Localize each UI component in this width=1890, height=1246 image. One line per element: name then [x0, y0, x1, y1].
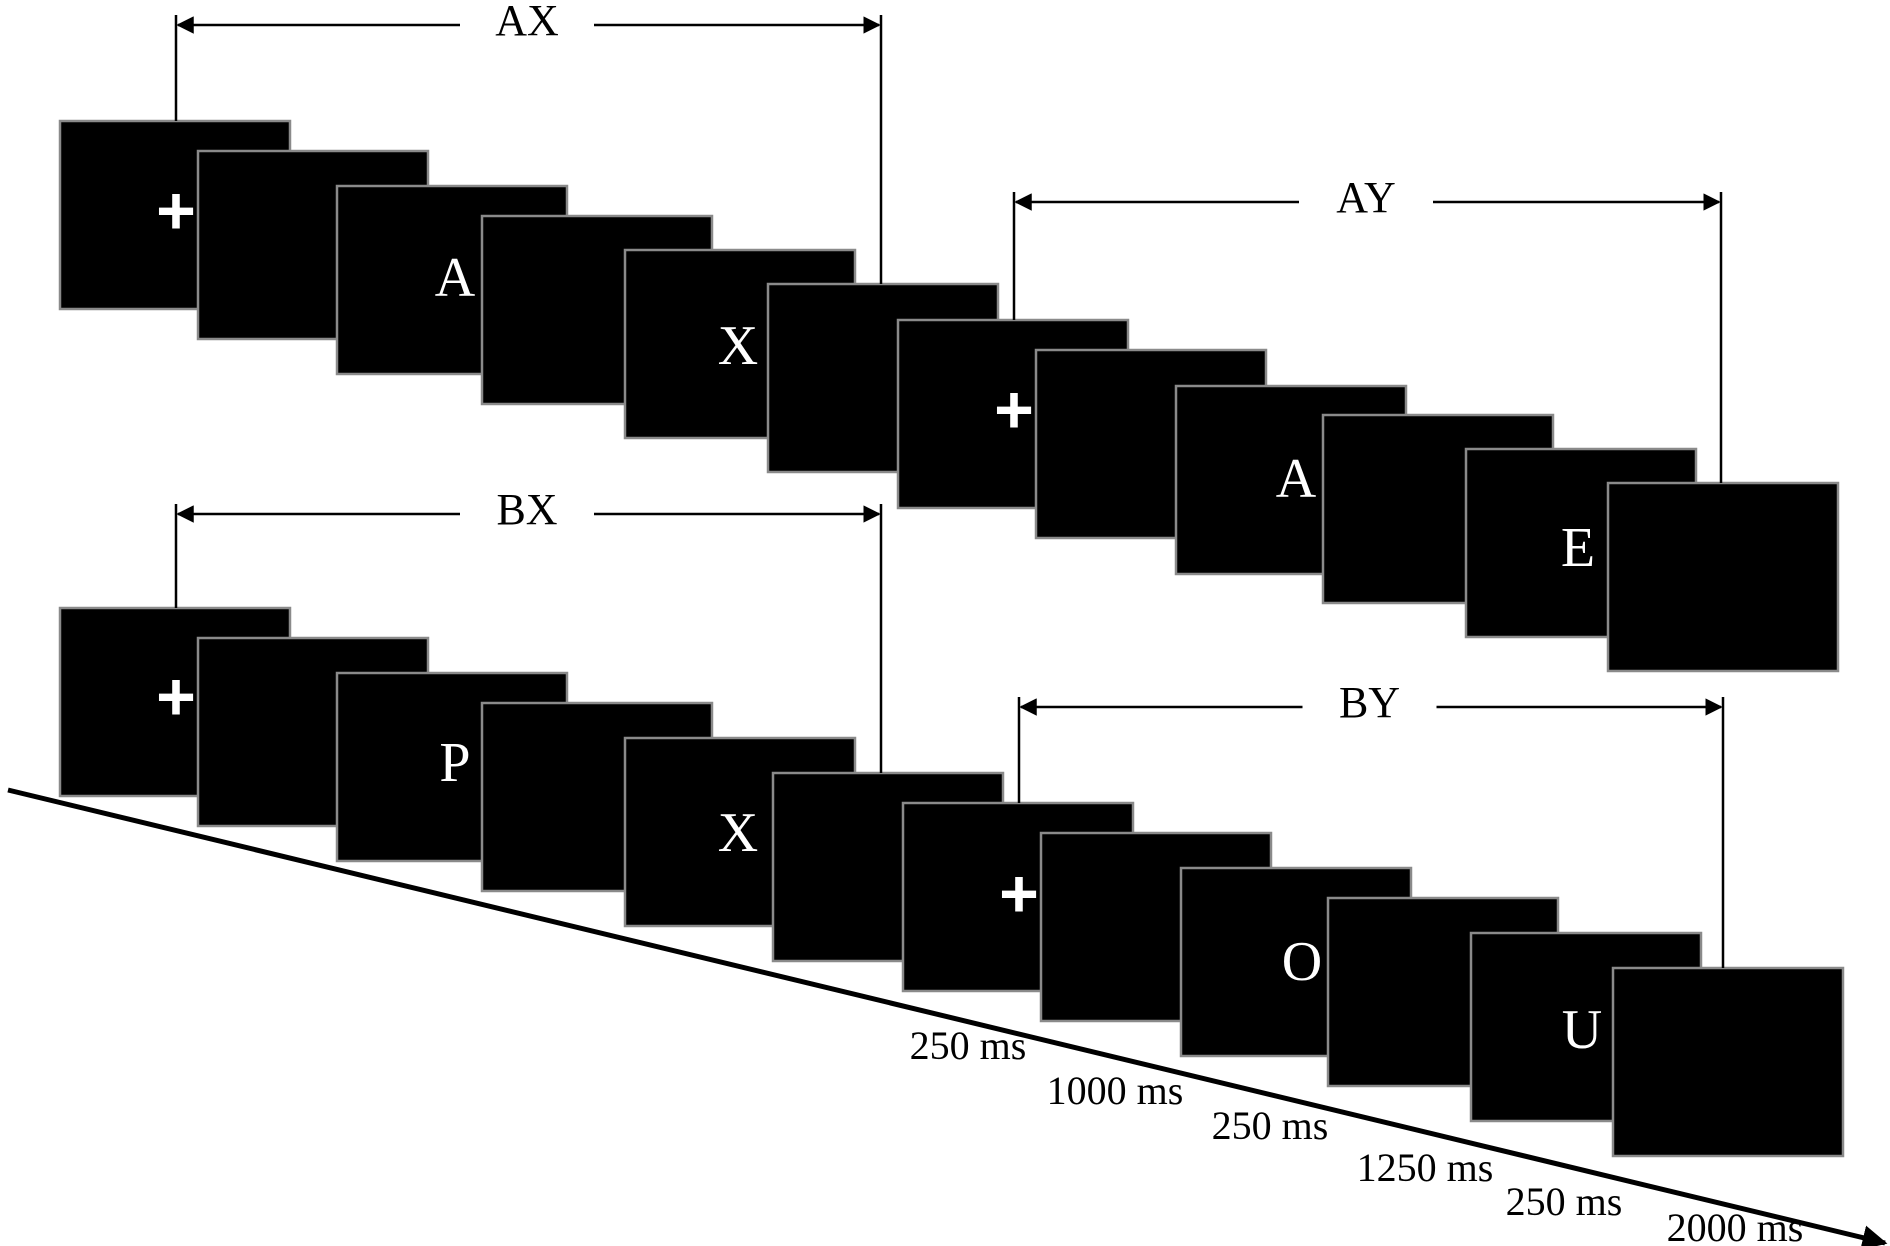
duration-label-isi-1: 1000 ms	[1047, 1068, 1184, 1113]
trial-ay-bracket: AY	[1012, 173, 1723, 483]
duration-label-cue: 250 ms	[1212, 1103, 1329, 1148]
stimulus-letter-by-5: U	[1562, 999, 1602, 1061]
stimulus-letter-by-3: O	[1282, 931, 1322, 993]
stimulus-frame-ay-6	[1606, 481, 1840, 673]
time-axis-arrow	[7, 787, 1888, 1246]
trial-ay-sequence: + A E	[896, 318, 1840, 673]
trial-label-bx: BX	[496, 485, 557, 534]
stimulus-letter-ax-5: X	[718, 315, 758, 377]
stimulus-letter-ax-3: A	[435, 247, 476, 309]
stimulus-letter-ay-5: E	[1561, 517, 1595, 579]
trial-ax-sequence: + A X	[58, 119, 1000, 474]
trial-by-bracket: BY	[1017, 678, 1725, 968]
duration-label-isi-2: 1250 ms	[1357, 1145, 1494, 1190]
trial-label-ay: AY	[1336, 173, 1396, 222]
trial-label-ax: AX	[495, 0, 559, 45]
trial-bx-bracket: BX	[174, 485, 883, 773]
trial-bx-sequence: + P X	[58, 606, 1005, 963]
stimulus-frame-by-6	[1611, 966, 1845, 1158]
fixation-cross-bx-1: +	[156, 659, 196, 735]
duration-label-response: 2000 ms	[1667, 1205, 1804, 1246]
stimulus-letter-bx-5: X	[718, 802, 758, 864]
stimulus-letter-bx-3: P	[439, 732, 470, 794]
fixation-cross-ay-1: +	[994, 372, 1034, 448]
duration-label-fixation: 250 ms	[910, 1023, 1027, 1068]
fixation-cross-by-1: +	[999, 856, 1039, 932]
trial-ax-bracket: AX	[174, 0, 883, 284]
trial-by-sequence: + O U	[901, 801, 1845, 1158]
duration-label-probe: 250 ms	[1506, 1179, 1623, 1224]
fixation-cross-ax-1: +	[156, 173, 196, 249]
trial-label-by: BY	[1339, 678, 1400, 727]
stimulus-letter-ay-3: A	[1276, 448, 1317, 510]
